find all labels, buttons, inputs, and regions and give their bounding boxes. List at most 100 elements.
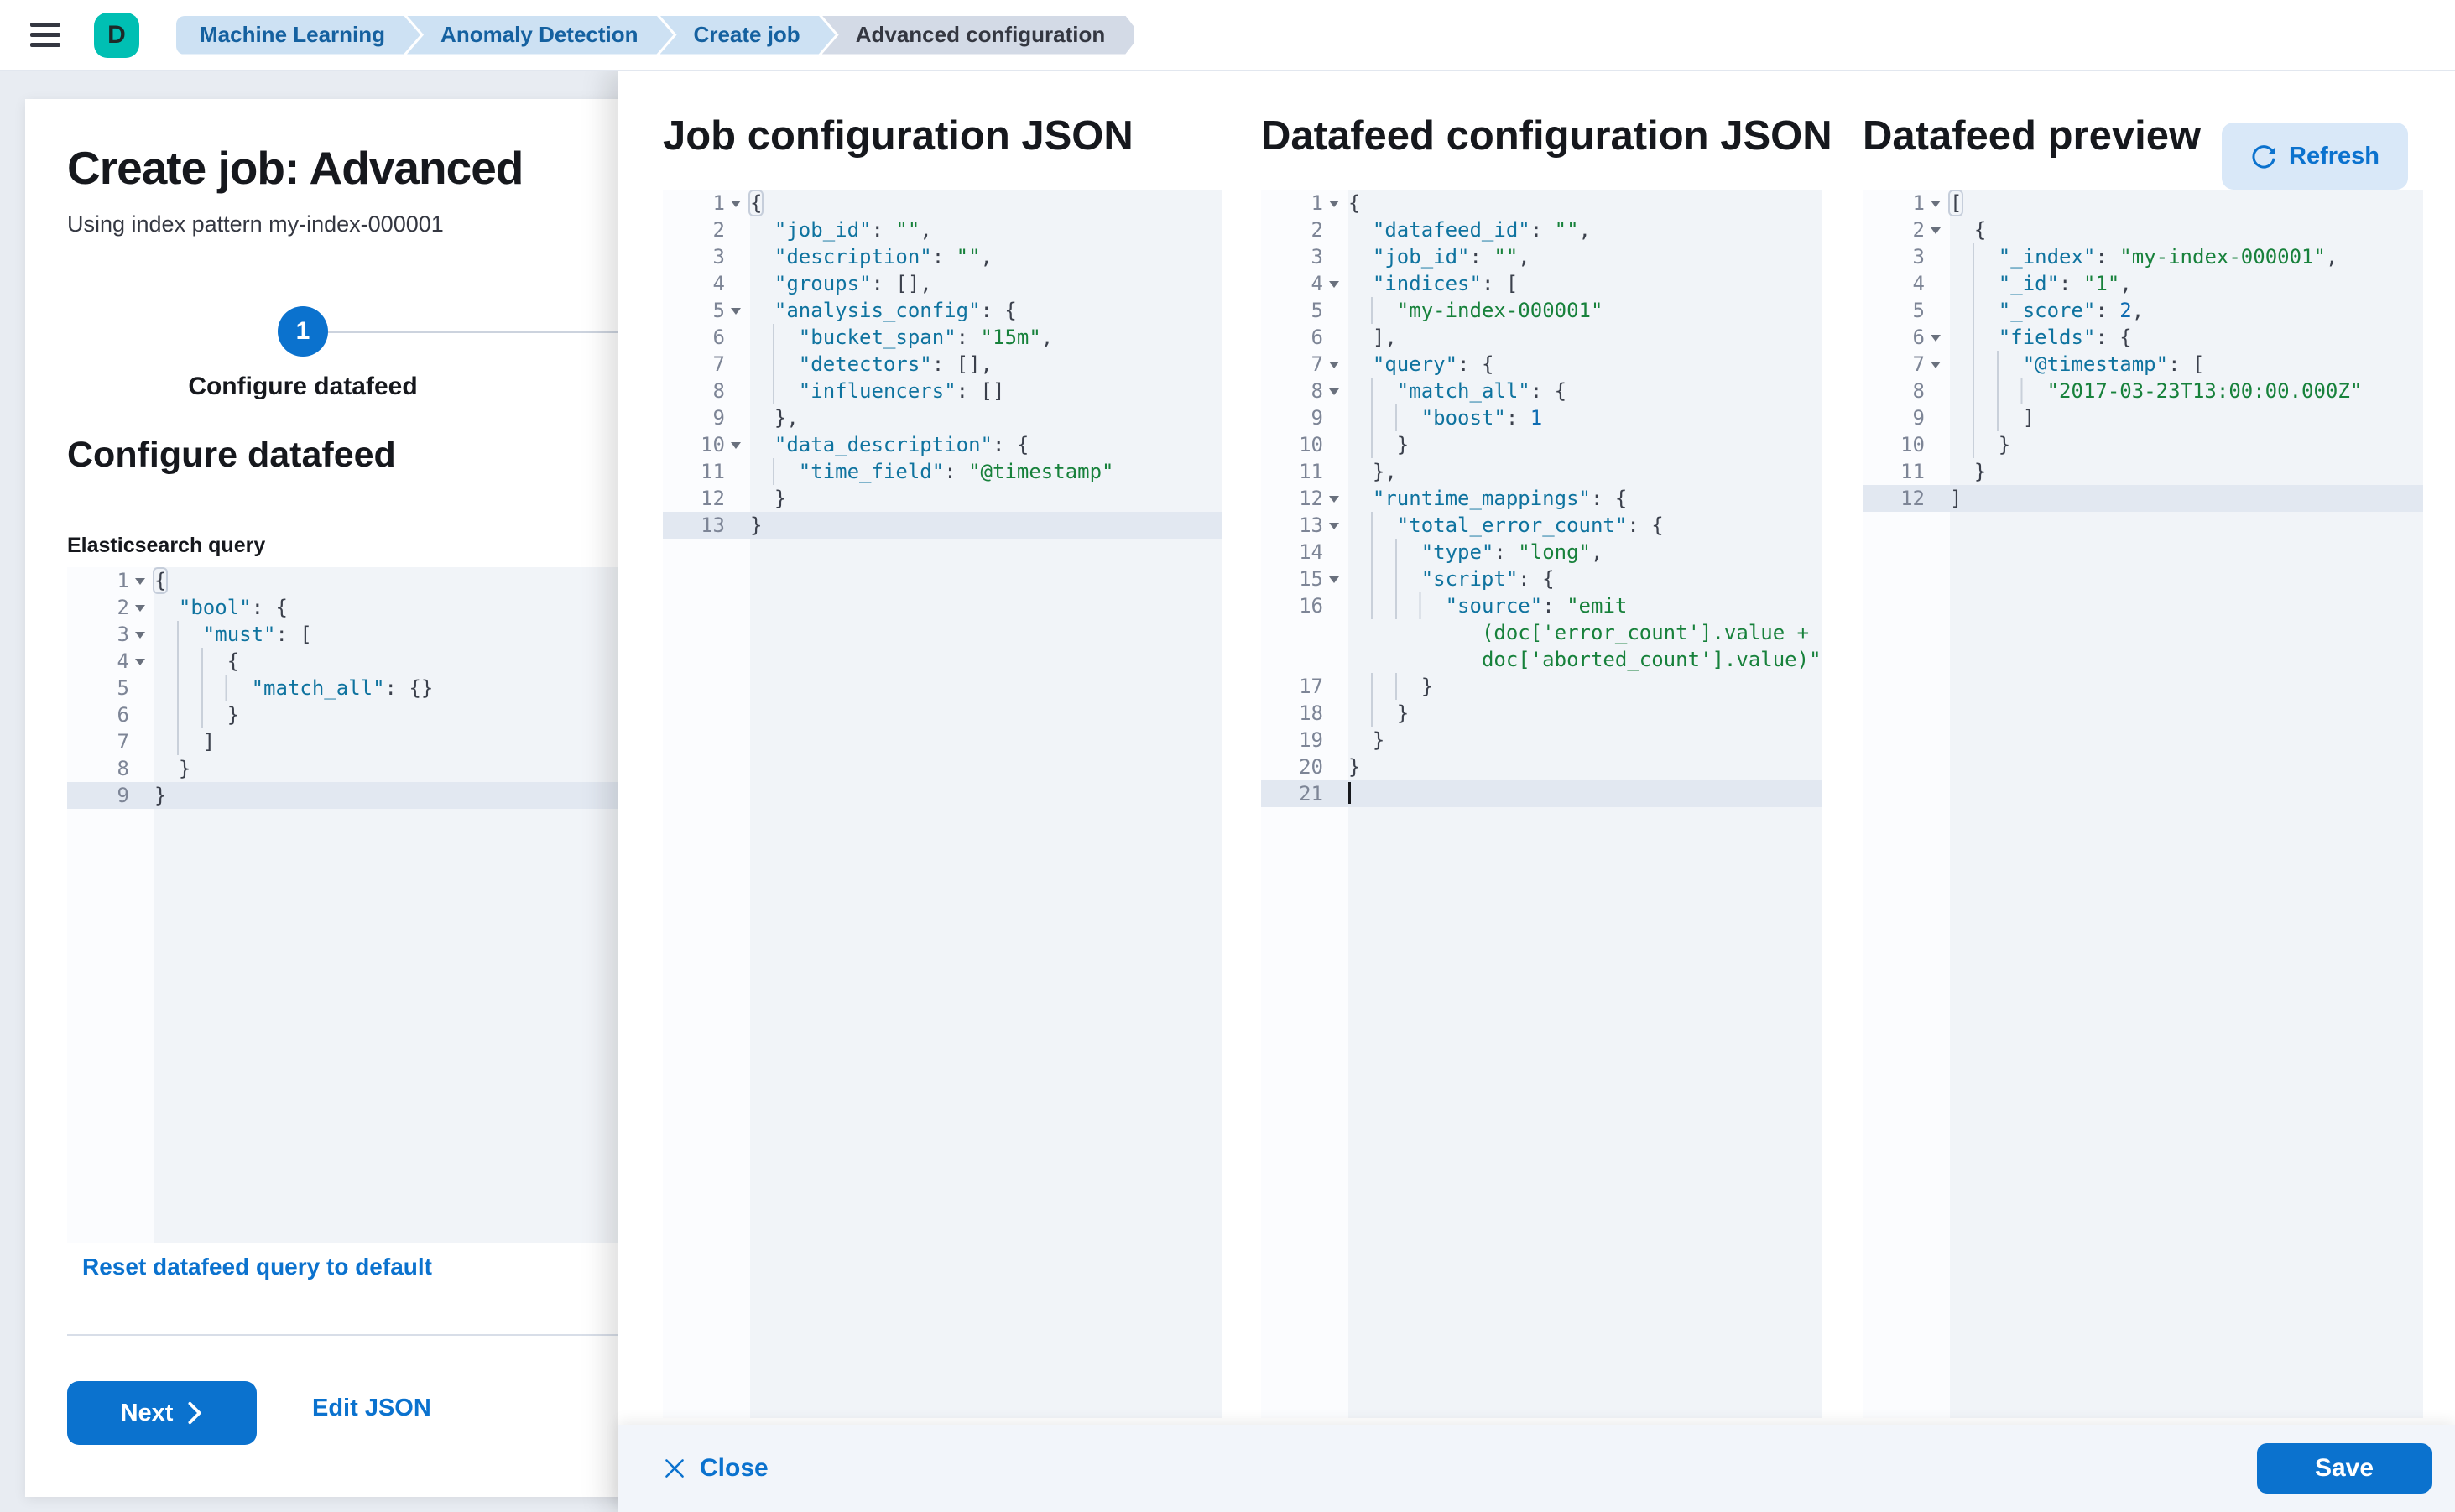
indent-guides bbox=[1348, 646, 1482, 673]
line-number: 10 bbox=[1299, 433, 1323, 456]
code-line: 7 "query": { bbox=[1261, 351, 1822, 378]
menu-icon[interactable] bbox=[20, 10, 70, 60]
close-button[interactable]: Close bbox=[663, 1425, 769, 1512]
line-number: 10 bbox=[701, 433, 725, 456]
line-number: 9 bbox=[117, 784, 129, 807]
code-line: 14"type": "long", bbox=[1261, 539, 1822, 566]
code-text: (doc['error_count'].value + bbox=[1348, 619, 1822, 646]
step-1-indicator[interactable]: 1 bbox=[278, 306, 328, 357]
breadcrumb-anomaly-detection[interactable]: Anomaly Detection bbox=[407, 16, 674, 55]
code-token: : [], bbox=[871, 272, 932, 295]
fold-spacer bbox=[1925, 378, 1950, 404]
job-configuration-json-editor[interactable]: 1{2"job_id": "",3"description": "",4"gro… bbox=[663, 190, 1222, 1418]
fold-toggle-icon[interactable] bbox=[725, 431, 750, 458]
line-number: 9 bbox=[1311, 406, 1323, 430]
fold-spacer bbox=[1323, 619, 1348, 646]
fold-toggle-icon[interactable] bbox=[1925, 190, 1950, 216]
save-button[interactable]: Save bbox=[2257, 1443, 2432, 1494]
space-avatar[interactable]: D bbox=[94, 12, 139, 58]
code-line: 9}, bbox=[663, 404, 1222, 431]
fold-toggle-icon[interactable] bbox=[725, 297, 750, 324]
fold-toggle-icon[interactable] bbox=[129, 648, 154, 675]
fold-spacer bbox=[1323, 780, 1348, 807]
code-token: "emit bbox=[1566, 594, 1628, 618]
code-line: 13} bbox=[663, 512, 1222, 539]
edit-json-link[interactable]: Edit JSON bbox=[312, 1395, 431, 1421]
fold-toggle-icon[interactable] bbox=[725, 190, 750, 216]
fold-toggle-icon[interactable] bbox=[1925, 351, 1950, 378]
refresh-button[interactable]: Refresh bbox=[2222, 123, 2408, 190]
indent-guides bbox=[1950, 351, 2023, 378]
line-number: 12 bbox=[1299, 487, 1323, 510]
code-token: : { bbox=[2095, 326, 2132, 349]
gutter: 11 bbox=[1261, 458, 1348, 485]
line-number: 15 bbox=[1299, 567, 1323, 591]
fold-toggle-icon[interactable] bbox=[129, 594, 154, 621]
indent-guides bbox=[1348, 270, 1373, 297]
gutter: 7 bbox=[67, 728, 154, 755]
code-line: 18} bbox=[1261, 700, 1822, 727]
elasticsearch-query-editor[interactable]: 1{2"bool": {3"must": [4{5"match_all": {}… bbox=[67, 567, 638, 1243]
step-1-label: Configure datafeed bbox=[188, 373, 418, 400]
indent-guides bbox=[154, 648, 227, 675]
gutter: 8 bbox=[67, 755, 154, 782]
gutter: 20 bbox=[1261, 753, 1348, 780]
code-token: : bbox=[2095, 245, 2120, 269]
breadcrumb-create-job[interactable]: Create job bbox=[660, 16, 836, 55]
breadcrumb-advanced-configuration: Advanced configuration bbox=[822, 16, 1134, 55]
code-token: "" bbox=[956, 245, 981, 269]
reset-datafeed-query-link[interactable]: Reset datafeed query to default bbox=[82, 1254, 432, 1280]
code-line: 13"total_error_count": { bbox=[1261, 512, 1822, 539]
fold-spacer bbox=[1323, 216, 1348, 243]
code-text: }, bbox=[750, 404, 1222, 431]
line-number: 7 bbox=[1311, 352, 1323, 376]
gutter: 14 bbox=[1261, 539, 1348, 566]
code-text bbox=[750, 539, 1222, 1418]
fold-toggle-icon[interactable] bbox=[1323, 485, 1348, 512]
close-button-label: Close bbox=[700, 1454, 769, 1482]
code-token: : bbox=[944, 460, 969, 483]
fold-toggle-icon[interactable] bbox=[1323, 512, 1348, 539]
datafeed-preview-editor[interactable]: 1[2{3"_index": "my-index-000001",4"_id":… bbox=[1863, 190, 2423, 1418]
code-text: "query": { bbox=[1348, 351, 1822, 378]
indent-guides bbox=[1950, 431, 1999, 458]
code-token: : { bbox=[1627, 514, 1664, 537]
code-line: 2"datafeed_id": "", bbox=[1261, 216, 1822, 243]
line-number: 7 bbox=[712, 352, 725, 376]
indent-guides bbox=[750, 378, 799, 404]
code-text: "2017-03-23T13:00:00.000Z" bbox=[1950, 378, 2423, 404]
line-number: 1 bbox=[1311, 191, 1323, 215]
breadcrumb-machine-learning[interactable]: Machine Learning bbox=[176, 16, 420, 55]
code-text: "job_id": "", bbox=[750, 216, 1222, 243]
gutter: 3 bbox=[663, 243, 750, 270]
fold-toggle-icon[interactable] bbox=[1925, 216, 1950, 243]
line-number: 1 bbox=[117, 569, 129, 592]
code-token: "match_all" bbox=[1396, 379, 1530, 403]
indent-guides bbox=[1348, 566, 1421, 592]
gutter: 5 bbox=[1863, 297, 1950, 324]
fold-toggle-icon[interactable] bbox=[129, 621, 154, 648]
fold-toggle-icon[interactable] bbox=[129, 567, 154, 594]
code-text: } bbox=[1950, 431, 2423, 458]
fold-toggle-icon[interactable] bbox=[1323, 190, 1348, 216]
code-line: 20} bbox=[1261, 753, 1822, 780]
code-token: "script" bbox=[1420, 567, 1519, 591]
code-text: "type": "long", bbox=[1348, 539, 1822, 566]
datafeed-configuration-json-editor[interactable]: 1{2"datafeed_id": "",3"job_id": "",4"ind… bbox=[1261, 190, 1822, 1418]
code-line: 5"analysis_config": { bbox=[663, 297, 1222, 324]
fold-toggle-icon[interactable] bbox=[1323, 270, 1348, 297]
fold-toggle-icon[interactable] bbox=[1323, 566, 1348, 592]
indent-guides bbox=[154, 728, 203, 755]
code-line: 4"groups": [], bbox=[663, 270, 1222, 297]
fold-toggle-icon[interactable] bbox=[1323, 351, 1348, 378]
fold-toggle-icon[interactable] bbox=[1323, 378, 1348, 404]
code-line: 6"bucket_span": "15m", bbox=[663, 324, 1222, 351]
code-token: 2 bbox=[2119, 299, 2132, 322]
next-button[interactable]: Next bbox=[67, 1381, 257, 1445]
code-line: 8} bbox=[67, 755, 638, 782]
fold-toggle-icon[interactable] bbox=[1925, 324, 1950, 351]
code-token: , bbox=[920, 218, 932, 242]
code-line: 6} bbox=[67, 701, 638, 728]
code-line: 19} bbox=[1261, 727, 1822, 753]
code-token: : { bbox=[1590, 487, 1628, 510]
